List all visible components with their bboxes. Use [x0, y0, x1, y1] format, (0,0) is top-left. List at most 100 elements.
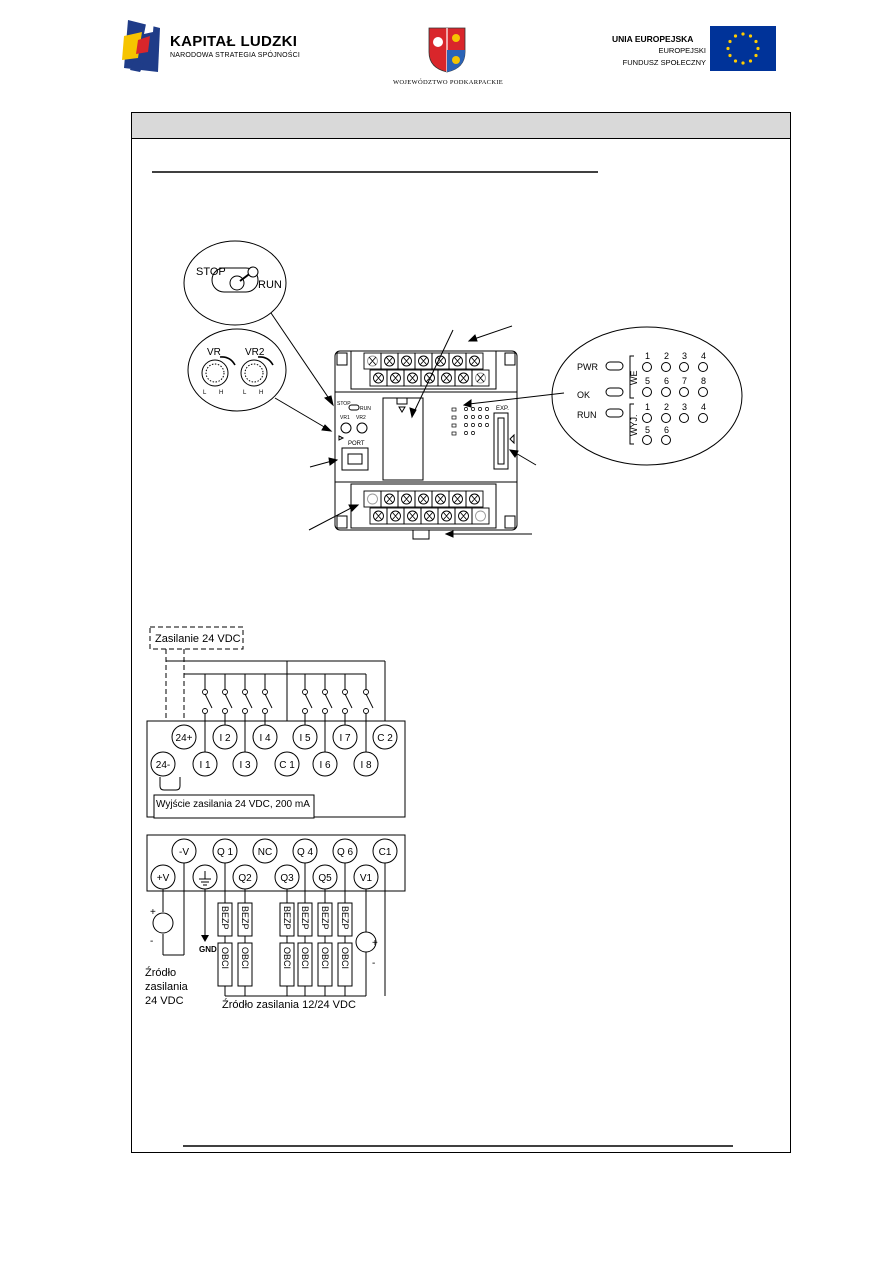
input-terminals-mid — [150, 751, 379, 777]
vr1-small-label: VR1 — [340, 415, 350, 421]
svg-text:24+: 24+ — [176, 733, 193, 744]
svg-text:8: 8 — [701, 376, 706, 386]
source-24-line2: zasilania — [145, 981, 189, 993]
input-switches — [202, 689, 374, 714]
vr2-h: H — [259, 390, 263, 396]
svg-text:3: 3 — [682, 402, 687, 412]
port-connector — [341, 447, 369, 471]
eu-line-1: UNIA EUROPEJSKA — [612, 34, 694, 44]
run-label: RUN — [258, 279, 282, 291]
svg-text:C1: C1 — [379, 847, 392, 858]
svg-text:4: 4 — [701, 351, 706, 361]
run-small-label: RUN — [360, 406, 371, 412]
svg-text:C 2: C 2 — [377, 733, 393, 744]
vr2-l: L — [243, 390, 247, 396]
svg-text:+: + — [150, 907, 156, 918]
svg-text:Q3: Q3 — [280, 873, 294, 884]
svg-text:+V: +V — [157, 873, 170, 884]
content-frame — [131, 112, 791, 1153]
plc-body: STOP RUN VR1 VR2 PORT EXP. — [334, 350, 518, 540]
svg-text:3: 3 — [682, 351, 687, 361]
svg-text:I 8: I 8 — [360, 760, 372, 771]
svg-text:I 6: I 6 — [319, 760, 331, 771]
stop-run-bubble — [183, 240, 287, 326]
source-12-24vdc-icon — [355, 931, 377, 953]
svg-text:OBCI: OBCI — [282, 947, 292, 969]
gnd-label: GND — [199, 945, 217, 954]
svg-text:Q 4: Q 4 — [297, 847, 314, 858]
output-terminals-top — [171, 838, 398, 864]
plc-wiring-diagram: Zasilanie 24 VDC — [145, 626, 733, 1147]
svg-text:Q 6: Q 6 — [337, 847, 354, 858]
svg-text:-V: -V — [179, 847, 189, 858]
kapital-ludzki-title: KAPITAŁ LUDZKI — [170, 33, 298, 50]
svg-text:6: 6 — [664, 425, 669, 435]
svg-text:I 7: I 7 — [339, 733, 351, 744]
svg-text:BEZP: BEZP — [282, 906, 292, 930]
ground-icon — [199, 871, 211, 886]
pwr-label: PWR — [577, 362, 598, 372]
output-wiring — [162, 863, 386, 997]
eu-flag-icon — [710, 26, 776, 71]
stop-small-label: STOP — [337, 401, 351, 407]
svg-text:2: 2 — [664, 351, 669, 361]
source-24-line1: Źródło — [145, 966, 176, 979]
supply-in-box — [149, 626, 244, 650]
svg-text:2: 2 — [664, 402, 669, 412]
svg-text:5: 5 — [645, 376, 650, 386]
svg-text:1: 1 — [645, 402, 650, 412]
loads-obci — [217, 942, 353, 987]
kapital-ludzki-subtitle: NARODOWA STRATEGIA SPÓJNOŚCI — [170, 52, 301, 59]
svg-text:BEZP: BEZP — [300, 906, 310, 930]
svg-text:OBCI: OBCI — [340, 947, 350, 969]
input-terminals-top — [171, 724, 398, 750]
supply-out-box — [153, 794, 315, 819]
svg-text:1: 1 — [645, 351, 650, 361]
vr-bubble — [187, 328, 287, 412]
svg-text:-: - — [372, 958, 375, 969]
svg-text:I 2: I 2 — [219, 733, 231, 744]
svg-text:Q2: Q2 — [238, 873, 252, 884]
wyj-label: WYJ. — [629, 415, 639, 437]
source-24vdc-icon — [152, 912, 174, 934]
svg-text:BEZP: BEZP — [220, 906, 230, 930]
stop-run-switch — [211, 267, 259, 293]
svg-text:-: - — [150, 936, 153, 947]
vr2-knob-icon — [240, 359, 268, 387]
svg-text:V1: V1 — [360, 873, 373, 884]
vr1-h: H — [219, 390, 223, 396]
svg-text:24-: 24- — [156, 760, 170, 771]
fuses-bezp — [217, 902, 353, 937]
port-label: PORT — [348, 441, 365, 447]
svg-text:7: 7 — [682, 376, 687, 386]
vr1-knob-icon — [201, 359, 229, 387]
svg-text:I 4: I 4 — [259, 733, 271, 744]
svg-text:4: 4 — [701, 402, 706, 412]
vr2-small-label: VR2 — [356, 415, 366, 421]
svg-text:BEZP: BEZP — [320, 906, 330, 930]
vr1-l: L — [203, 390, 207, 396]
ok-label: OK — [577, 390, 590, 400]
gnd-arrow-icon — [201, 935, 209, 942]
kapital-ludzki-emblem-icon — [122, 20, 160, 72]
ok-led — [605, 387, 624, 397]
svg-text:I 3: I 3 — [239, 760, 251, 771]
source-1224-label: Źródło zasilania 12/24 VDC — [222, 998, 356, 1011]
svg-text:+: + — [372, 938, 378, 949]
run-led — [605, 408, 624, 418]
output-terminals-bottom — [150, 864, 379, 890]
svg-text:Q5: Q5 — [318, 873, 332, 884]
svg-text:OBCI: OBCI — [220, 947, 230, 969]
supply-in-label: Zasilanie 24 VDC — [155, 633, 241, 645]
vr1-label: VR — [207, 347, 221, 358]
exp-label: EXP. — [496, 406, 509, 412]
region-name: WOJEWÓDZTWO PODKARPACKIE — [393, 79, 504, 86]
svg-text:I 5: I 5 — [299, 733, 311, 744]
svg-text:OBCI: OBCI — [240, 947, 250, 969]
source-24-line3: 24 VDC — [145, 995, 184, 1007]
svg-text:BEZP: BEZP — [240, 906, 250, 930]
svg-text:BEZP: BEZP — [340, 906, 350, 930]
callout-arrows — [270, 312, 565, 538]
exp-connector — [493, 412, 509, 470]
svg-text:NC: NC — [258, 847, 272, 858]
